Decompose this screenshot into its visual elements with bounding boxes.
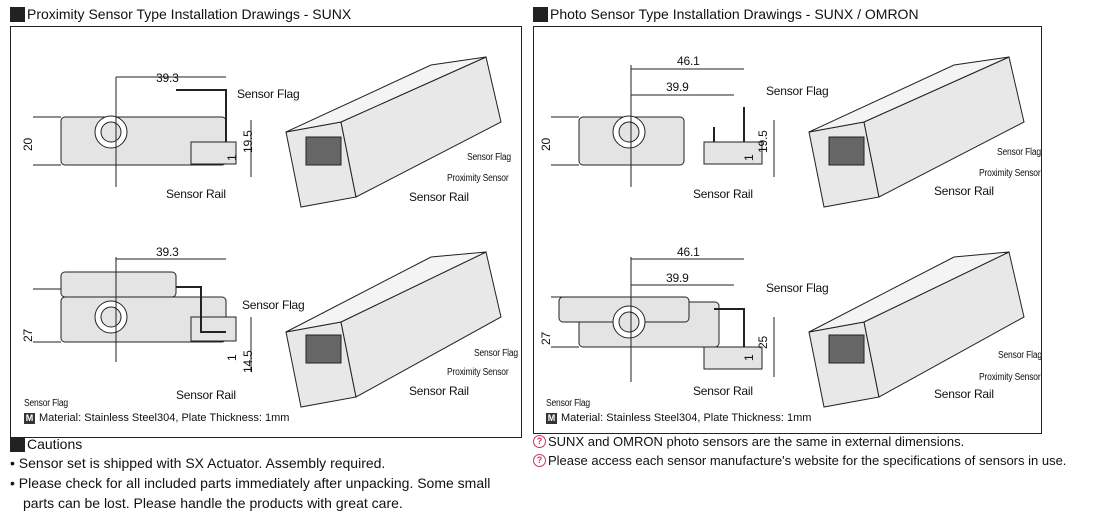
label-sensor-flag: Sensor Flag bbox=[242, 298, 305, 312]
iso-label-rail: Sensor Rail bbox=[934, 184, 994, 198]
caution-text: Sensor set is shipped with SX Actuator. … bbox=[18, 455, 386, 471]
material-icon: M bbox=[24, 412, 35, 424]
cross-section-top bbox=[551, 65, 775, 187]
label-sensor-rail: Sensor Rail bbox=[166, 187, 226, 201]
isometric-top bbox=[808, 56, 1025, 208]
note-item: ?Please access each sensor manufacture's… bbox=[533, 453, 1066, 468]
isometric-top bbox=[285, 56, 502, 208]
label-sensor-rail: Sensor Rail bbox=[693, 384, 753, 398]
label-sensor-flag: Sensor Flag bbox=[237, 87, 300, 101]
square-bullet-icon bbox=[10, 6, 25, 22]
photo-drawings bbox=[551, 56, 1025, 408]
iso-label-flag: Sensor Flag bbox=[474, 348, 518, 359]
isometric-bottom bbox=[285, 251, 502, 408]
iso-label-sensor: Proximity Sensor bbox=[447, 173, 509, 184]
iso-label-sensor: Proximity Sensor bbox=[979, 372, 1041, 383]
dim-height: 27 bbox=[539, 332, 553, 345]
cautions-title: Cautions bbox=[27, 436, 83, 452]
dim-gap: 1 bbox=[742, 154, 756, 161]
iso-label-rail: Sensor Rail bbox=[409, 190, 469, 204]
dim-outer-width: 46.1 bbox=[677, 245, 700, 259]
dim-height: 20 bbox=[21, 138, 35, 151]
dim-width: 39.3 bbox=[156, 245, 179, 259]
label-sensor-rail: Sensor Rail bbox=[693, 187, 753, 201]
dim-width: 39.3 bbox=[156, 71, 179, 85]
caution-item-continued: parts can be lost. Please handle the pro… bbox=[23, 493, 403, 513]
dim-gap: 1 bbox=[225, 154, 239, 161]
label-sensor-rail: Sensor Rail bbox=[176, 388, 236, 402]
material-note: M Material: Stainless Steel304, Plate Thi… bbox=[546, 412, 811, 424]
iso-label-flag: Sensor Flag bbox=[998, 350, 1042, 361]
left-section-title: Proximity Sensor Type Installation Drawi… bbox=[10, 6, 351, 22]
cross-section-bottom bbox=[551, 257, 775, 382]
caution-item: • Sensor set is shipped with SX Actuator… bbox=[10, 455, 386, 471]
note-item: ?SUNX and OMRON photo sensors are the sa… bbox=[533, 434, 964, 449]
isometric-bottom bbox=[808, 251, 1025, 408]
material-note: M Material: Stainless Steel304, Plate Thi… bbox=[24, 412, 289, 424]
material-text: Material: Stainless Steel304, Plate Thic… bbox=[39, 412, 290, 424]
dim-gap: 1 bbox=[742, 354, 756, 361]
note-text: SUNX and OMRON photo sensors are the sam… bbox=[548, 434, 965, 449]
dim-rail-height: 19.5 bbox=[241, 130, 255, 153]
iso-label-flag: Sensor Flag bbox=[997, 147, 1041, 158]
dim-height: 27 bbox=[21, 329, 35, 342]
proximity-drawings bbox=[33, 56, 502, 408]
square-bullet-icon bbox=[10, 436, 25, 452]
label-sensor-flag: Sensor Flag bbox=[766, 281, 829, 295]
caution-item: • Please check for all included parts im… bbox=[10, 475, 491, 491]
dim-rail-height: 14.5 bbox=[241, 350, 255, 373]
dim-gap: 1 bbox=[225, 354, 239, 361]
label-sensor-flag: Sensor Flag bbox=[766, 84, 829, 98]
material-icon: M bbox=[546, 412, 557, 424]
iso-label-sensor: Proximity Sensor bbox=[979, 168, 1041, 179]
proximity-drawing-panel: 39.3 Sensor Flag 20 1 19.5 Sensor Rail S… bbox=[10, 26, 522, 438]
cautions-heading: Cautions bbox=[10, 436, 82, 452]
iso-label-rail: Sensor Rail bbox=[409, 384, 469, 398]
material-text: Material: Stainless Steel304, Plate Thic… bbox=[561, 412, 812, 424]
dim-width: 39.9 bbox=[666, 80, 689, 94]
note-text: Please access each sensor manufacture's … bbox=[548, 453, 1067, 468]
point-icon: ? bbox=[533, 454, 546, 467]
right-section-title: Photo Sensor Type Installation Drawings … bbox=[533, 6, 919, 22]
right-title-text: Photo Sensor Type Installation Drawings … bbox=[550, 6, 919, 22]
point-icon: ? bbox=[533, 435, 546, 448]
footer-sensor-flag: Sensor Flag bbox=[24, 398, 68, 409]
left-title-text: Proximity Sensor Type Installation Drawi… bbox=[27, 6, 352, 22]
iso-label-flag: Sensor Flag bbox=[467, 152, 511, 163]
square-bullet-icon bbox=[533, 6, 548, 22]
photo-drawing-panel: 46.1 39.9 Sensor Flag 20 1 19.5 Sensor R… bbox=[533, 26, 1042, 434]
iso-label-sensor: Proximity Sensor bbox=[447, 367, 509, 378]
dim-height: 20 bbox=[539, 138, 553, 151]
cross-section-top bbox=[33, 76, 252, 187]
caution-text: Please check for all included parts imme… bbox=[18, 475, 491, 491]
dim-outer-width: 46.1 bbox=[677, 54, 700, 68]
dim-rail-height: 19.5 bbox=[756, 130, 770, 153]
iso-label-rail: Sensor Rail bbox=[934, 387, 994, 401]
dim-width: 39.9 bbox=[666, 271, 689, 285]
footer-sensor-flag: Sensor Flag bbox=[546, 398, 590, 409]
caution-text: parts can be lost. Please handle the pro… bbox=[23, 495, 403, 511]
cross-section-bottom bbox=[33, 257, 252, 372]
dim-rail-height: 25 bbox=[756, 336, 770, 349]
